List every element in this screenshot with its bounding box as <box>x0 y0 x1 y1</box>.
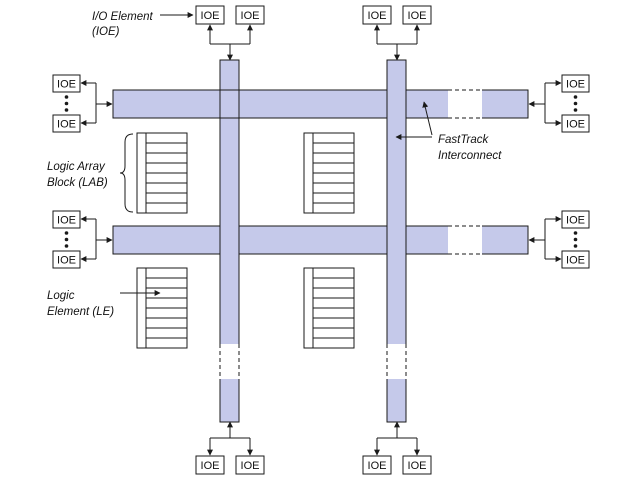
ioe-label: IOE <box>566 215 585 227</box>
ioe-label: IOE <box>241 10 260 22</box>
le-label-line2: Element (LE) <box>47 306 114 318</box>
ioe-label: IOE <box>566 119 585 131</box>
bottom-ioe-left-pair: IOE IOE <box>195 421 265 475</box>
le-label-line1: Logic <box>47 290 75 302</box>
lab-top-right <box>303 132 355 214</box>
left-ioe-stack-bottom: IOE IOE <box>52 210 113 269</box>
top-ioe-right-pair: IOE IOE <box>362 5 432 61</box>
ioe-label: IOE <box>566 255 585 267</box>
fasttrack-label-line1: FastTrack <box>438 134 490 146</box>
ioe-label: IOE <box>368 10 387 22</box>
lab-bottom-right <box>303 267 355 349</box>
right-ioe-stack-bottom: IOE IOE <box>528 210 590 269</box>
ioe-label: IOE <box>368 460 387 472</box>
horizontal-interconnect-rows <box>112 89 529 255</box>
annotation-io-element: I/O Element (IOE) <box>92 11 194 38</box>
ioe-label: IOE <box>57 255 76 267</box>
left-ioe-stack-top: IOE IOE <box>52 74 113 133</box>
lab-brace <box>119 133 134 213</box>
right-ioe-stack-top: IOE IOE <box>528 74 590 133</box>
lab-label-line1: Logic Array <box>47 161 106 173</box>
ioe-label: IOE <box>201 10 220 22</box>
bottom-ioe-right-pair: IOE IOE <box>362 421 432 475</box>
io-element-label-line1: I/O Element <box>92 11 154 23</box>
ioe-label: IOE <box>201 460 220 472</box>
vertical-interconnect-columns <box>219 59 407 423</box>
annotation-le: Logic Element (LE) <box>47 290 161 318</box>
top-ioe-left-pair: IOE IOE <box>195 5 265 61</box>
ioe-label: IOE <box>241 460 260 472</box>
ioe-label: IOE <box>57 215 76 227</box>
ioe-label: IOE <box>566 79 585 91</box>
ioe-label: IOE <box>408 10 427 22</box>
ioe-label: IOE <box>57 79 76 91</box>
annotation-fasttrack: FastTrack Interconnect <box>395 101 502 162</box>
lab-top-left <box>136 132 188 214</box>
logic-array-blocks <box>136 132 355 349</box>
lab-bottom-left <box>136 267 188 349</box>
fasttrack-label-line2: Interconnect <box>438 150 502 162</box>
annotation-lab: Logic Array Block (LAB) <box>47 133 134 213</box>
io-element-label-line2: (IOE) <box>92 26 120 38</box>
lab-label-line2: Block (LAB) <box>47 177 108 189</box>
row-over-column <box>219 89 240 119</box>
ioe-label: IOE <box>408 460 427 472</box>
ioe-label: IOE <box>57 119 76 131</box>
